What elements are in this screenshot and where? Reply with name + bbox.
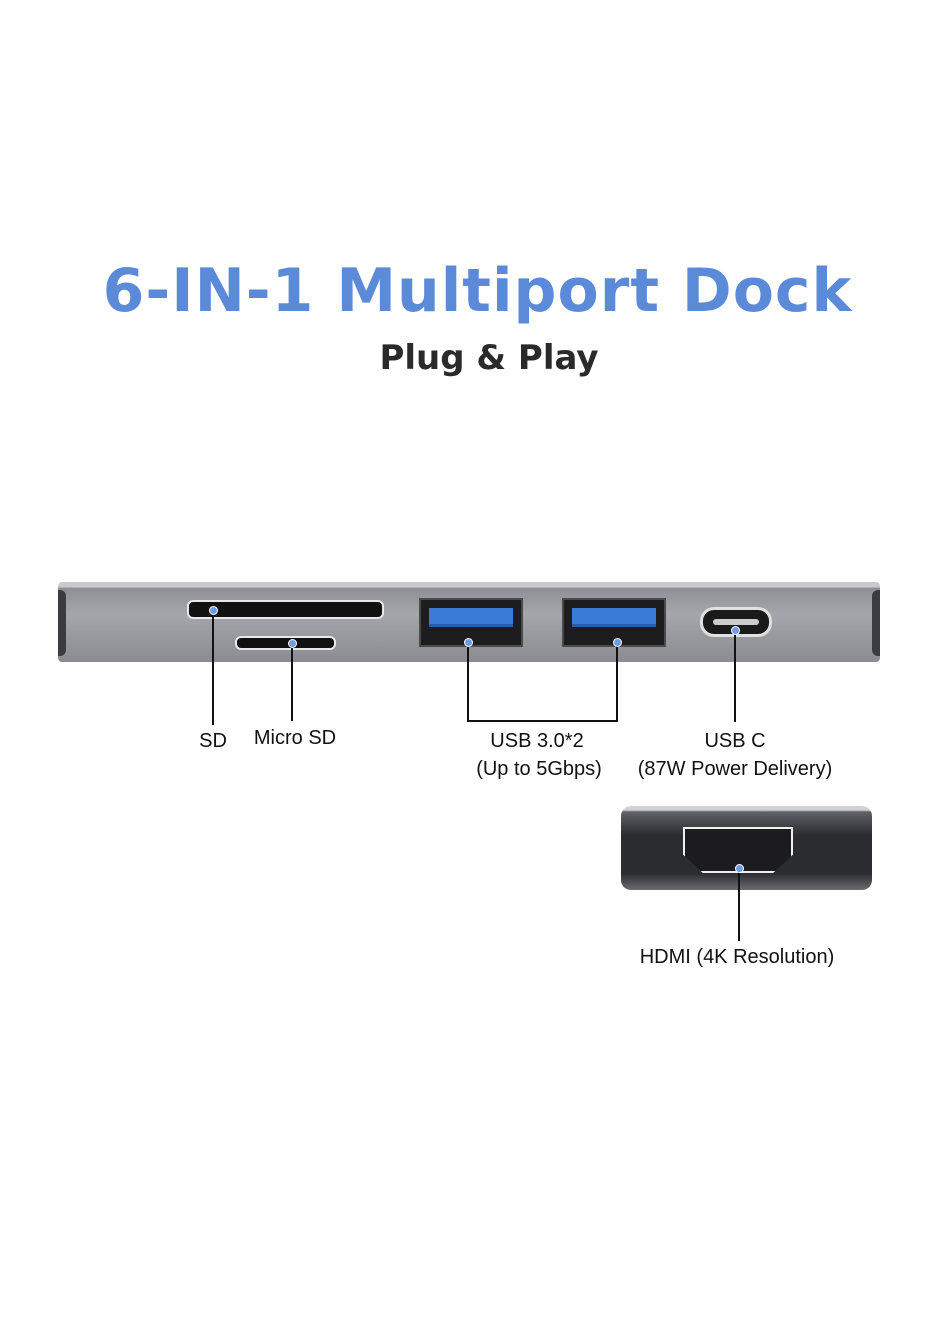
hdmi-label: HDMI (4K Resolution) bbox=[639, 946, 835, 968]
usb-callout-bracket bbox=[467, 720, 618, 722]
usb-c-power-label: (87W Power Delivery) bbox=[637, 758, 833, 780]
micro-sd-label: Micro SD bbox=[253, 727, 337, 749]
usb-c-label: USB C bbox=[704, 730, 766, 752]
usb-label: USB 3.0*2 bbox=[490, 730, 584, 752]
page-title: 6-IN-1 Multiport Dock bbox=[102, 256, 853, 326]
usb-callout-dot-2 bbox=[613, 638, 622, 647]
usb-speed-label: (Up to 5Gbps) bbox=[476, 758, 602, 780]
sd-callout-line bbox=[212, 610, 214, 725]
micro-sd-callout-dot bbox=[288, 639, 297, 648]
usb-callout-dot-1 bbox=[464, 638, 473, 647]
micro-sd-callout-line bbox=[291, 643, 293, 721]
micro-sd-slot bbox=[235, 636, 336, 650]
hdmi-callout-line bbox=[738, 868, 740, 941]
usb-callout-line-1 bbox=[467, 642, 469, 722]
hdmi-callout-dot bbox=[735, 864, 744, 873]
usb-c-callout-line bbox=[734, 630, 736, 722]
sd-label: SD bbox=[199, 730, 227, 752]
usb-c-callout-dot bbox=[731, 626, 740, 635]
sd-slot bbox=[187, 600, 384, 619]
usb-callout-line-2 bbox=[616, 642, 618, 722]
sd-callout-dot bbox=[209, 606, 218, 615]
page-subtitle: Plug & Play bbox=[379, 338, 599, 378]
